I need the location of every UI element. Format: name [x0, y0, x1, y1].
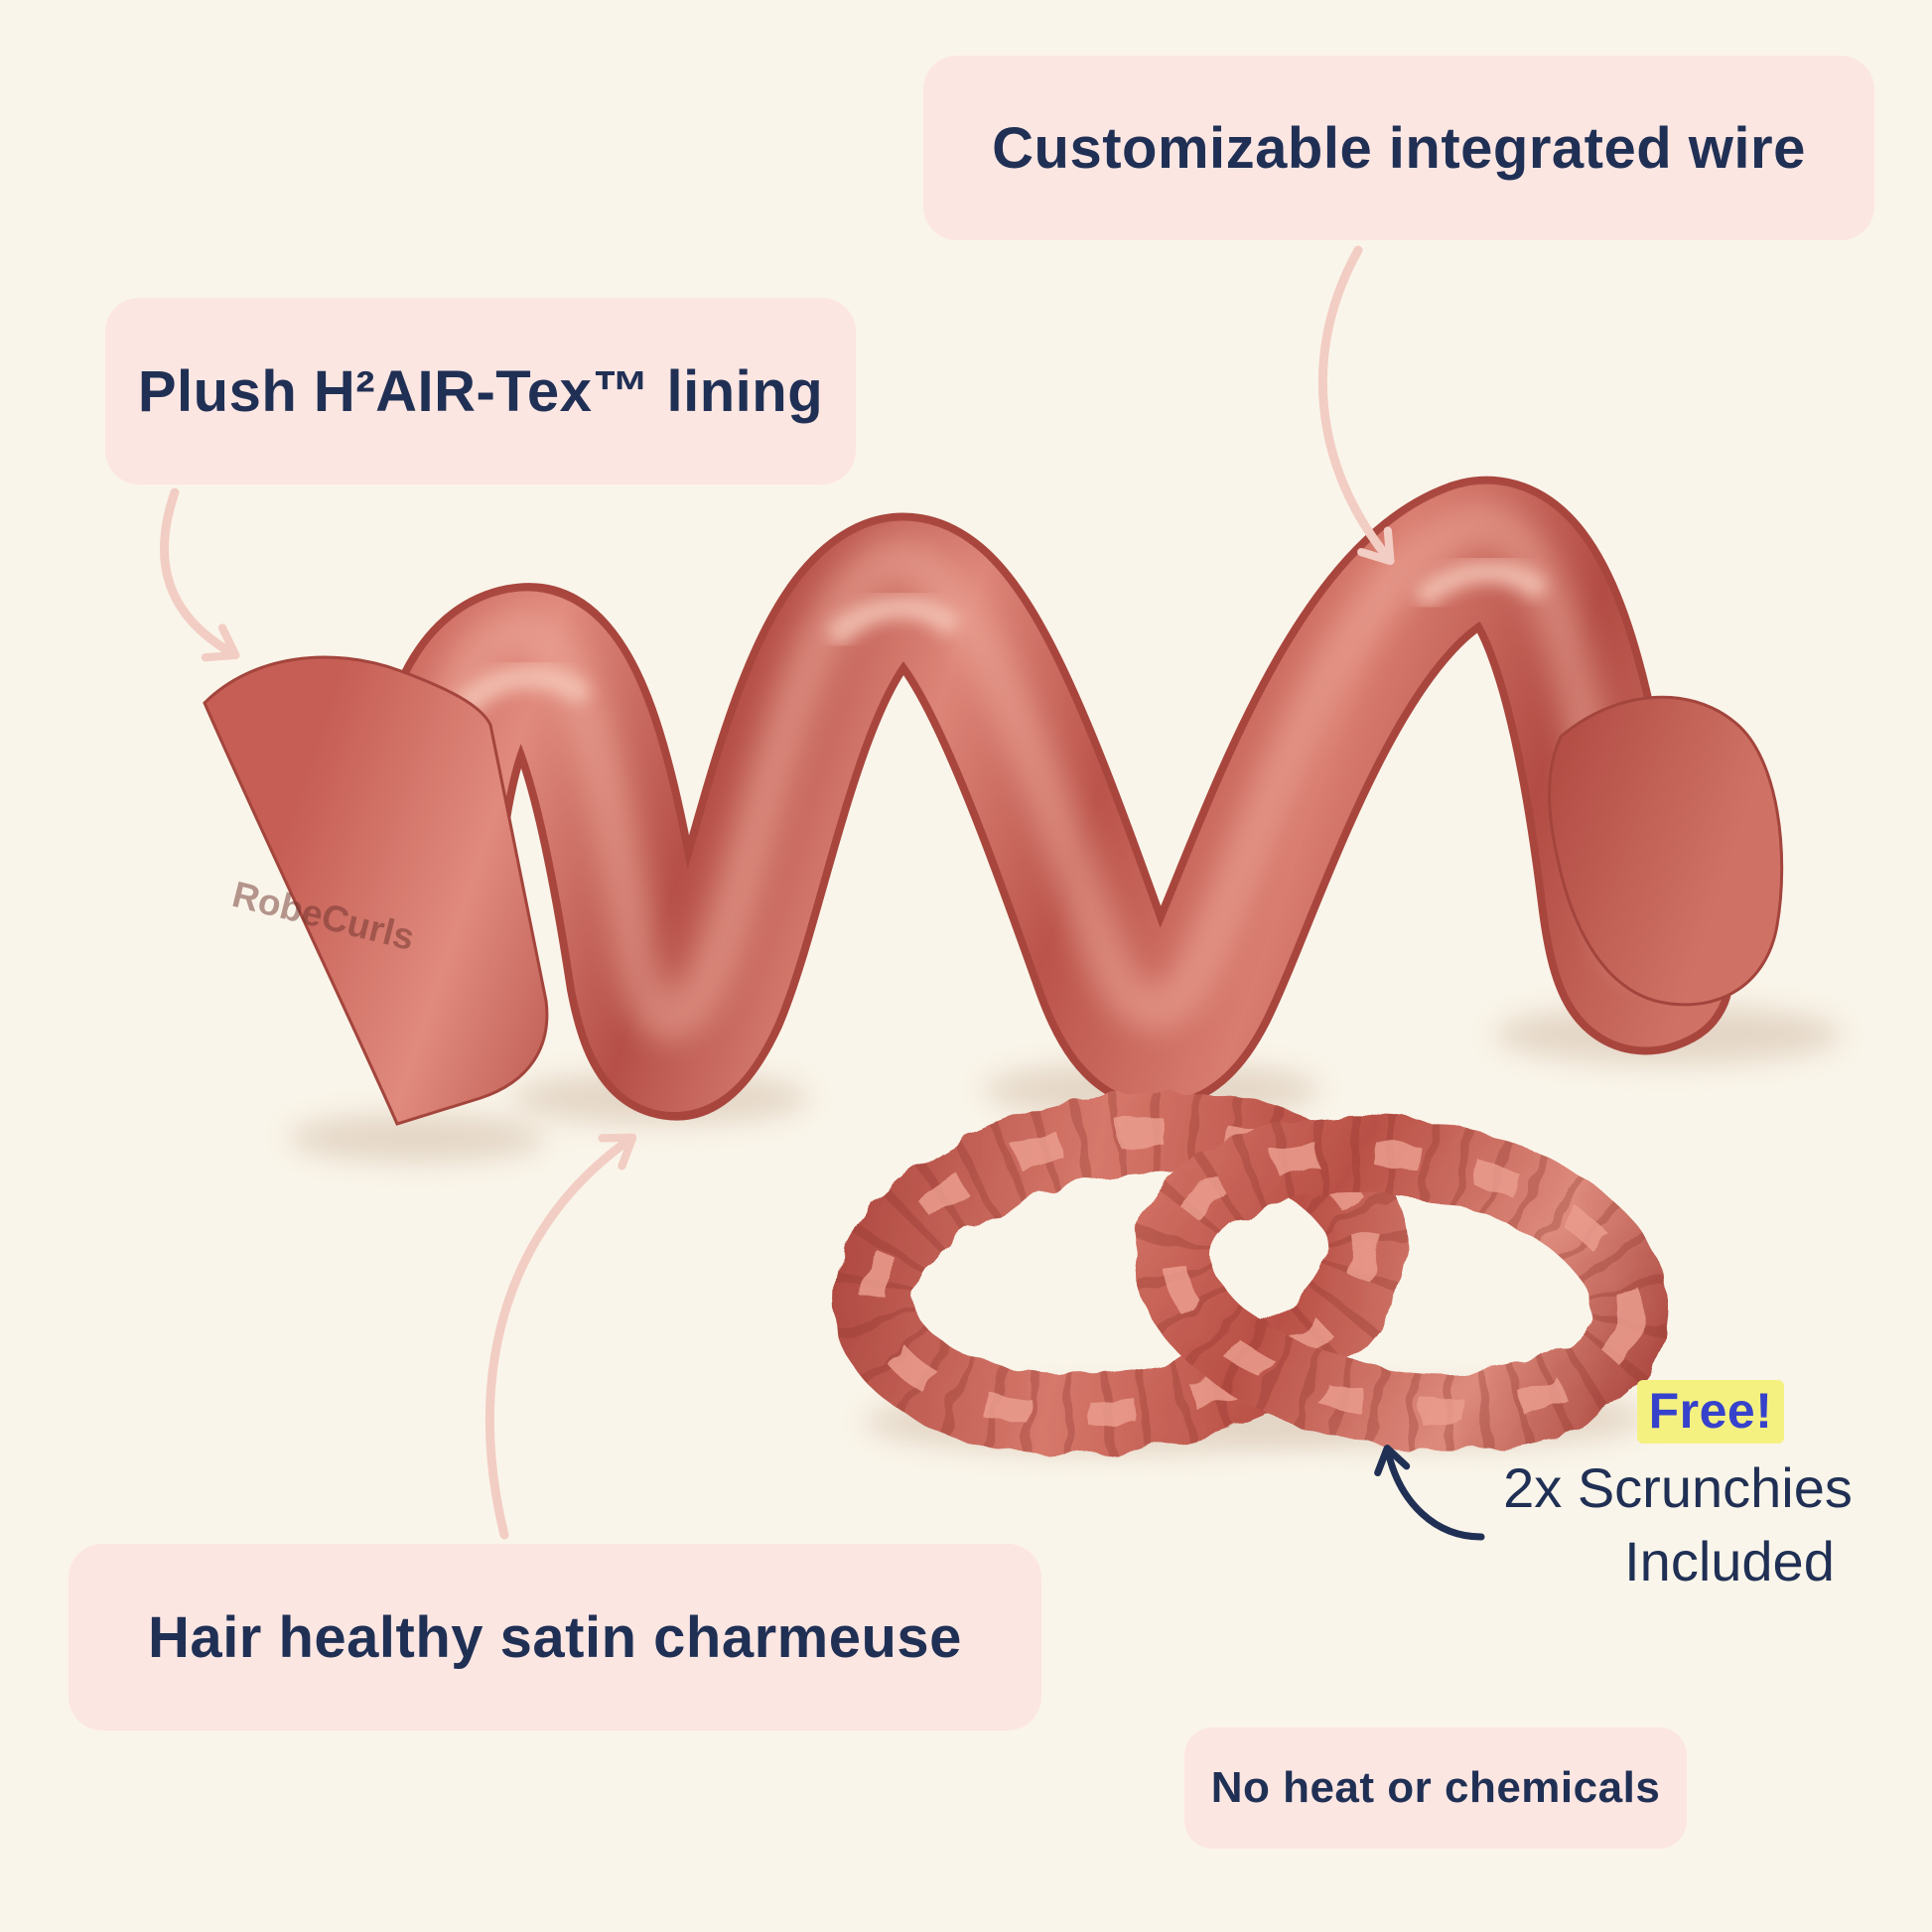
scrunchies-note-line1: 2x Scrunchies	[1503, 1456, 1853, 1519]
scrunchie-sheen	[861, 1119, 1379, 1427]
free-badge: Free!	[1626, 1380, 1795, 1444]
arrow-lining-icon	[160, 487, 240, 662]
arrow-scrunchies-icon	[1374, 1445, 1485, 1541]
scrunchie-right	[1135, 1115, 1669, 1450]
curling-rod: RobeCurls	[203, 476, 1784, 1126]
callout-no-heat-label: No heat or chemicals	[1210, 1763, 1661, 1812]
scrunchies	[833, 1091, 1669, 1454]
arrow-wire-icon	[1317, 245, 1395, 566]
callout-plush-lining-label: Plush H²AIR-Tex™ lining	[137, 358, 824, 424]
peak-highlight	[457, 664, 590, 713]
callout-plush-lining: Plush H²AIR-Tex™ lining	[105, 298, 856, 484]
rod-right-end	[1548, 695, 1784, 1007]
rod-left-end	[203, 655, 549, 1126]
rod-sheen	[407, 501, 1678, 1042]
callout-satin-charmeuse: Hair healthy satin charmeuse	[69, 1544, 1041, 1730]
scrunchie-sheen	[1162, 1142, 1642, 1424]
callout-arrows	[160, 245, 1485, 1541]
shadow	[288, 1114, 546, 1162]
callout-satin-charmeuse-label: Hair healthy satin charmeuse	[148, 1604, 962, 1670]
free-badge-label: Free!	[1636, 1380, 1785, 1444]
scrunchie-left	[833, 1091, 1407, 1454]
callout-integrated-wire: Customizable integrated wire	[923, 56, 1874, 240]
callout-no-heat: No heat or chemicals	[1184, 1727, 1687, 1849]
scrunchies-note: 2x Scrunchies Included	[1430, 1451, 1926, 1598]
callout-integrated-wire-label: Customizable integrated wire	[992, 115, 1806, 181]
peak-highlight	[828, 595, 959, 643]
scrunchies-note-line2: Included	[1624, 1530, 1835, 1592]
peak-highlight	[1416, 559, 1547, 606]
arrow-satin-icon	[484, 1133, 637, 1540]
